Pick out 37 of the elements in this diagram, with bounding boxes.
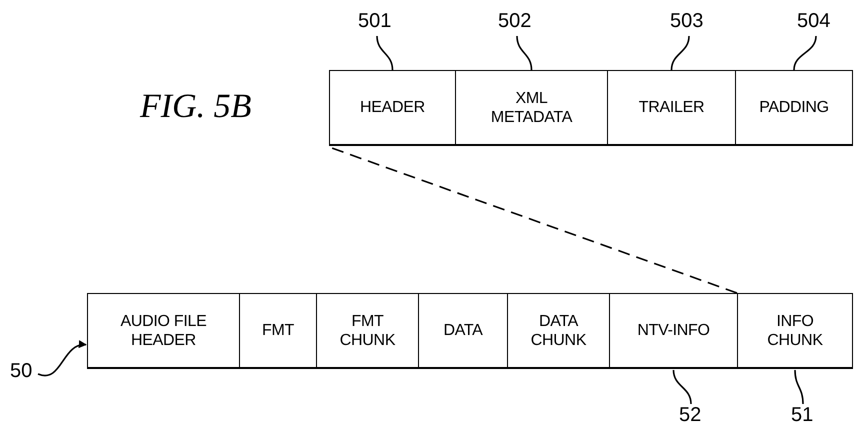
leader-arrow xyxy=(38,341,87,376)
leader-line xyxy=(672,370,692,404)
field-box xyxy=(418,293,508,369)
leader-line xyxy=(670,36,690,70)
field-box xyxy=(607,70,736,146)
reference-numeral: 50 xyxy=(10,360,32,382)
field-label: PADDING xyxy=(759,98,829,117)
field-label: XML METADATA xyxy=(490,88,574,126)
reference-numeral: 504 xyxy=(797,10,830,32)
field-box xyxy=(609,293,738,369)
field-box xyxy=(329,70,456,146)
leader-line xyxy=(793,36,817,70)
figure-title: FIG. 5B xyxy=(140,88,252,126)
reference-numeral: 52 xyxy=(679,404,702,426)
field-box xyxy=(316,293,419,369)
field-label: FMT CHUNK xyxy=(338,312,396,350)
field-box xyxy=(455,70,608,146)
field-box xyxy=(87,293,240,369)
field-label: DATA xyxy=(443,321,483,340)
field-label: HEADER xyxy=(360,98,425,117)
reference-numeral: 501 xyxy=(358,10,392,32)
field-label: NTV-INFO xyxy=(637,321,710,340)
field-box xyxy=(507,293,610,369)
field-box xyxy=(239,293,317,369)
leader-line xyxy=(794,370,804,404)
field-box xyxy=(737,293,853,369)
field-label: DATA CHUNK xyxy=(530,312,588,350)
field-box xyxy=(735,70,853,146)
field-label: FMT xyxy=(262,321,294,340)
field-label: INFO CHUNK xyxy=(766,312,824,350)
leader-line xyxy=(376,36,394,70)
reference-numeral: 502 xyxy=(498,10,532,32)
field-label: TRAILER xyxy=(638,98,704,117)
reference-numeral: 51 xyxy=(791,404,814,426)
leader-line xyxy=(516,36,532,70)
reference-numeral: 503 xyxy=(670,10,704,32)
field-label: AUDIO FILE HEADER xyxy=(120,312,208,350)
